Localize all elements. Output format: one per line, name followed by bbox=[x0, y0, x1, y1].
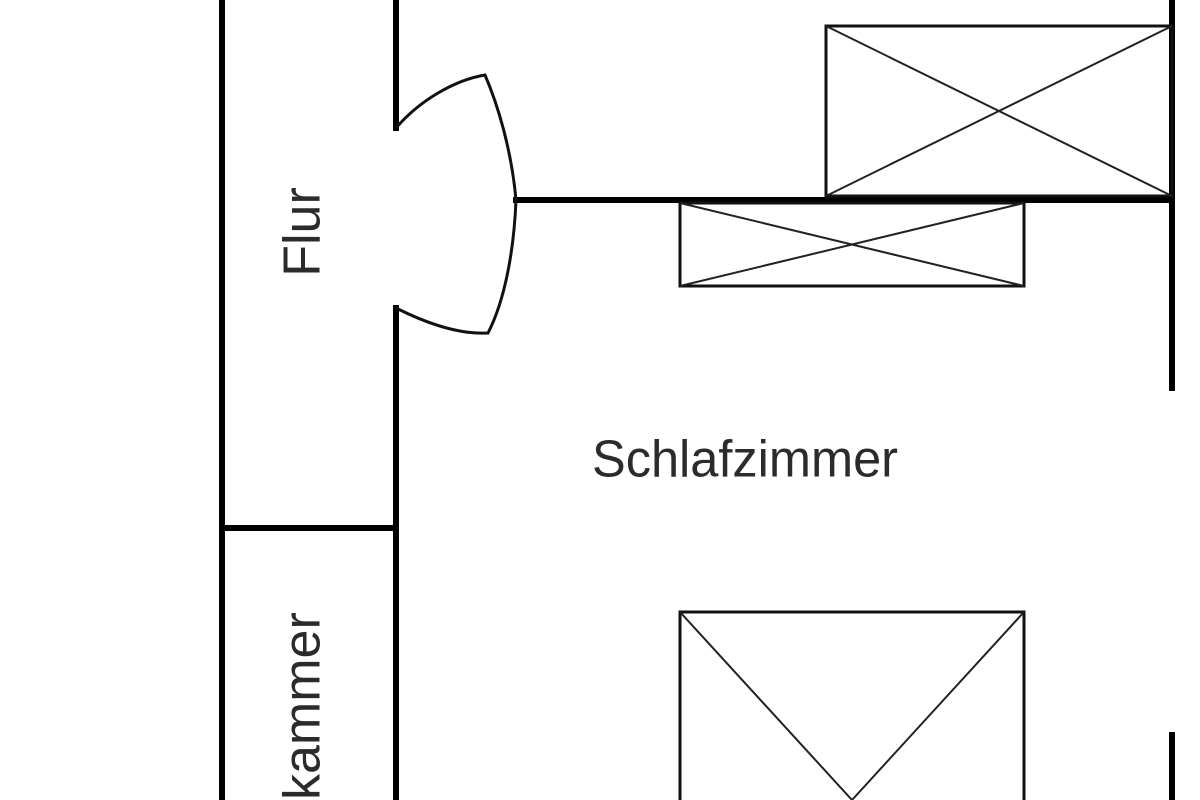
wardrobe bbox=[678, 201, 1026, 288]
room-label-kammer: kammer bbox=[274, 612, 332, 800]
door-swing-lower bbox=[395, 199, 518, 335]
room-label-schlafzimmer: Schlafzimmer bbox=[592, 431, 898, 489]
bed-cross-a bbox=[679, 611, 853, 800]
wardrobe-box bbox=[678, 201, 1026, 288]
door-swing-upper bbox=[394, 73, 518, 201]
upper-cabinet-box bbox=[824, 24, 1174, 198]
bed-cross-b bbox=[851, 611, 1025, 800]
upper-cabinet bbox=[824, 24, 1174, 198]
bed-box bbox=[678, 610, 1026, 800]
wardrobe-cross-b bbox=[679, 202, 1025, 287]
bed bbox=[678, 610, 1026, 800]
upper-cabinet-cross-b bbox=[825, 25, 1173, 197]
door bbox=[394, 73, 518, 335]
walls bbox=[219, 0, 1175, 800]
room-label-flur: Flur bbox=[274, 187, 332, 277]
